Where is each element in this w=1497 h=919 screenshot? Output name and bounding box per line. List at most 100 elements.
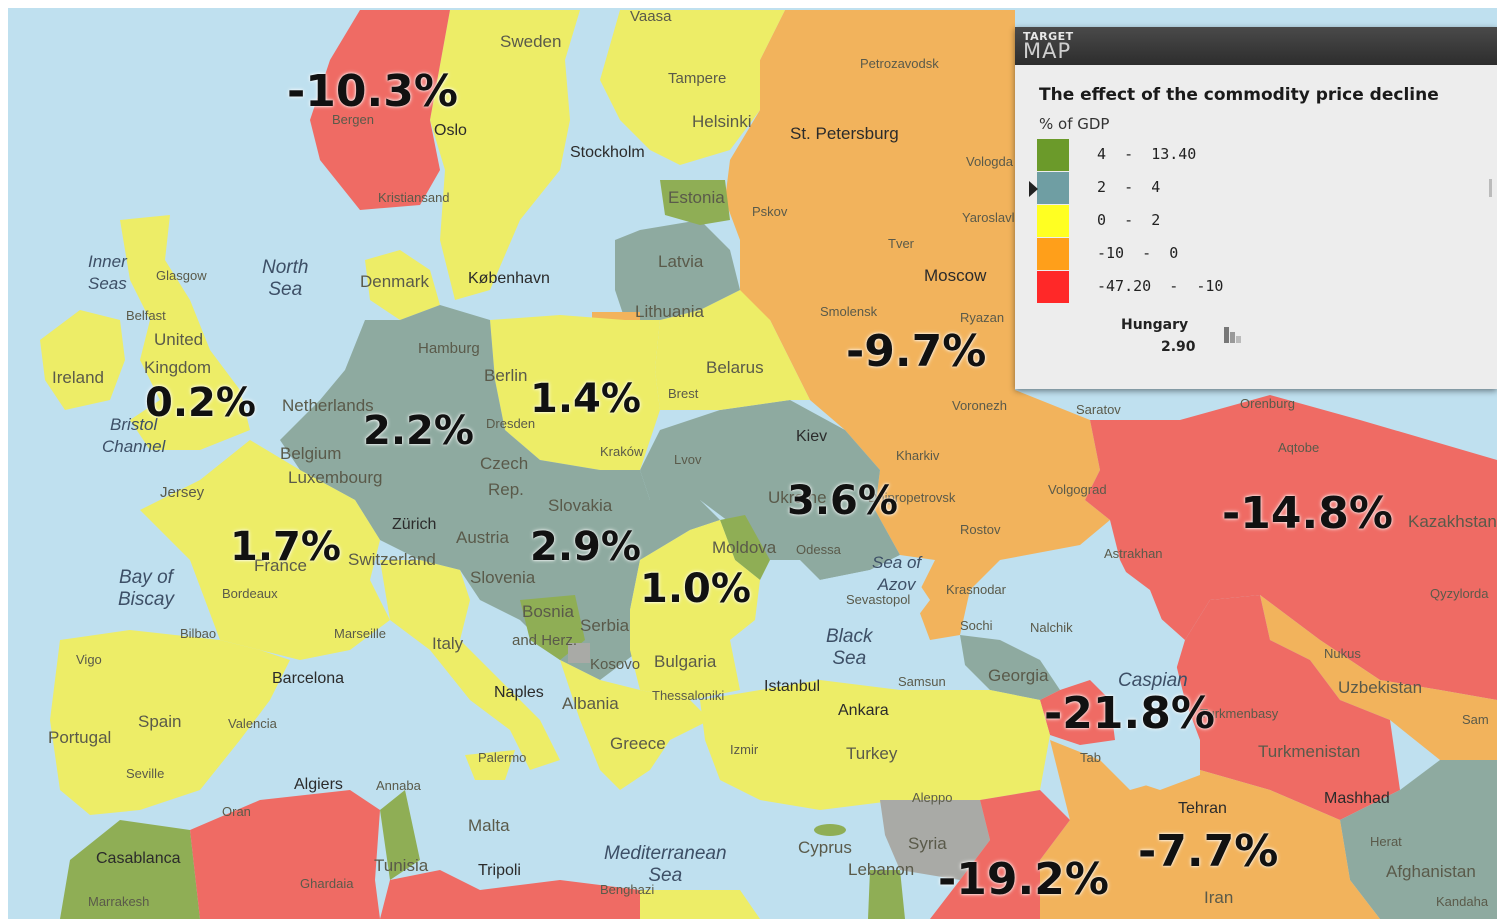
region-tunisia[interactable] [380, 790, 420, 880]
legend-range: -10 - 0 [1097, 244, 1179, 262]
region-moldova[interactable] [720, 515, 770, 580]
region-sweden[interactable] [430, 10, 580, 300]
place-label: Valencia [228, 716, 277, 731]
region-turkmenistan[interactable] [1160, 595, 1400, 820]
place-label: Lvov [674, 452, 702, 467]
place-label: Vigo [76, 652, 102, 667]
place-label: Turkmenbasy [1200, 706, 1279, 721]
region-levant[interactable] [868, 870, 905, 919]
legend-range: 4 - 13.40 [1097, 145, 1197, 163]
region-ireland[interactable] [40, 310, 125, 410]
place-label: Tab [1080, 750, 1101, 765]
region-greece[interactable] [560, 660, 710, 790]
region-iberia[interactable] [50, 630, 290, 815]
region-latvia-lithuania[interactable] [615, 220, 740, 320]
value-label-russia: -9.7% [846, 326, 987, 377]
value-label-romania: 1.0% [640, 566, 751, 612]
place-label: Ryazan [960, 310, 1005, 325]
place-label: Nukus [1324, 646, 1361, 661]
place-label: Vologda [966, 154, 1013, 169]
place-label: Seville [126, 766, 165, 781]
place-label: Zürich [392, 516, 437, 533]
place-label: Marseille [334, 626, 387, 641]
legend-swatch [1037, 172, 1069, 204]
legend-row[interactable]: 2 - 4 [1037, 172, 1457, 204]
region-azerbaijan[interactable] [1040, 680, 1115, 745]
region-denmark[interactable] [365, 250, 440, 320]
region-sicily[interactable] [465, 750, 515, 780]
region-norway[interactable] [310, 10, 450, 210]
legend-row[interactable]: 4 - 13.40 [1037, 139, 1457, 171]
region-russia[interactable] [725, 10, 1110, 640]
place-label: Lithuania [635, 302, 705, 321]
region-georgia[interactable] [960, 635, 1060, 700]
place-label: Luxembourg [288, 468, 383, 487]
region-uk[interactable] [120, 215, 250, 450]
region-italy[interactable] [380, 560, 560, 770]
place-label: Yaroslavl [962, 210, 1015, 225]
legend-unit: % of GDP [1039, 115, 1110, 133]
place-label: Tehran [1178, 800, 1227, 817]
region-iran[interactable] [1040, 740, 1380, 919]
region-syria[interactable] [880, 800, 990, 880]
value-label-norway: -10.3% [287, 66, 458, 117]
region-turkey[interactable] [700, 680, 1050, 810]
region-afghanistan[interactable] [1340, 760, 1497, 919]
place-label: Slovenia [470, 568, 536, 587]
place-label: Rostov [960, 522, 1001, 537]
region-libya[interactable] [380, 870, 640, 919]
legend-row[interactable]: -10 - 0 [1037, 238, 1457, 270]
place-label: Ireland [52, 368, 104, 387]
region-kazakhstan[interactable] [1085, 395, 1497, 700]
region-morocco[interactable] [60, 820, 200, 919]
value-label-hungary: 2.9% [530, 524, 641, 570]
region-cyprus[interactable] [814, 824, 846, 836]
legend-row[interactable]: 0 - 2 [1037, 205, 1457, 237]
value-label-uk: 0.2% [145, 380, 256, 426]
legend-panel[interactable]: TARGET MAP The effect of the commodity p… [1015, 27, 1497, 389]
value-label-poland: 1.4% [530, 376, 641, 422]
place-label: Aqtobe [1278, 440, 1320, 455]
place-label: Krasnodar [946, 582, 1006, 597]
place-label: Kazakhstan [1408, 512, 1497, 531]
place-label: Barcelona [272, 670, 345, 687]
place-label: Sochi [960, 618, 993, 633]
region-ukraine[interactable] [640, 400, 900, 580]
place-label: Bosnia [522, 602, 574, 621]
region-belarus[interactable] [655, 290, 810, 410]
sea-label-caspian: Caspian [1118, 670, 1188, 691]
place-label: Dnipropetrovsk [868, 490, 956, 505]
place-label: Vaasa [630, 8, 672, 25]
place-label: Nalchik [1030, 620, 1073, 635]
scroll-handle[interactable] [1489, 179, 1492, 197]
place-label: Saratov [1076, 402, 1121, 417]
region-finland[interactable] [600, 10, 785, 165]
place-label: Belfast [126, 308, 166, 323]
legend-range: 0 - 2 [1097, 211, 1161, 229]
legend-row[interactable]: -47.20 - -10 [1037, 271, 1457, 303]
place-label: Moldova [712, 538, 777, 557]
region-estonia[interactable] [660, 180, 730, 225]
place-label: Turkmenistan [1258, 742, 1361, 761]
place-label: Estonia [668, 188, 725, 207]
region-central-europe[interactable] [280, 305, 720, 680]
place-label: Slovakia [548, 496, 613, 515]
region-romania-bulgaria[interactable] [630, 520, 760, 700]
region-egypt[interactable] [640, 890, 760, 919]
region-france[interactable] [140, 440, 390, 660]
region-poland[interactable] [490, 315, 660, 470]
value-label-iraq: -19.2% [938, 854, 1109, 905]
region-algeria[interactable] [190, 790, 380, 919]
bar-chart-icon[interactable] [1223, 323, 1243, 345]
place-label: Greece [610, 734, 666, 753]
region-kosovo[interactable] [568, 643, 590, 663]
value-label-iran: -7.7% [1138, 826, 1279, 877]
place-label: Sevastopol [846, 592, 911, 607]
region-iraq[interactable] [930, 790, 1070, 919]
legend-swatch [1037, 271, 1069, 303]
place-label: Aleppo [912, 790, 953, 805]
place-label: Czech [480, 454, 529, 473]
place-label: Tver [888, 236, 914, 251]
region-uzbekistan[interactable] [1260, 595, 1497, 760]
